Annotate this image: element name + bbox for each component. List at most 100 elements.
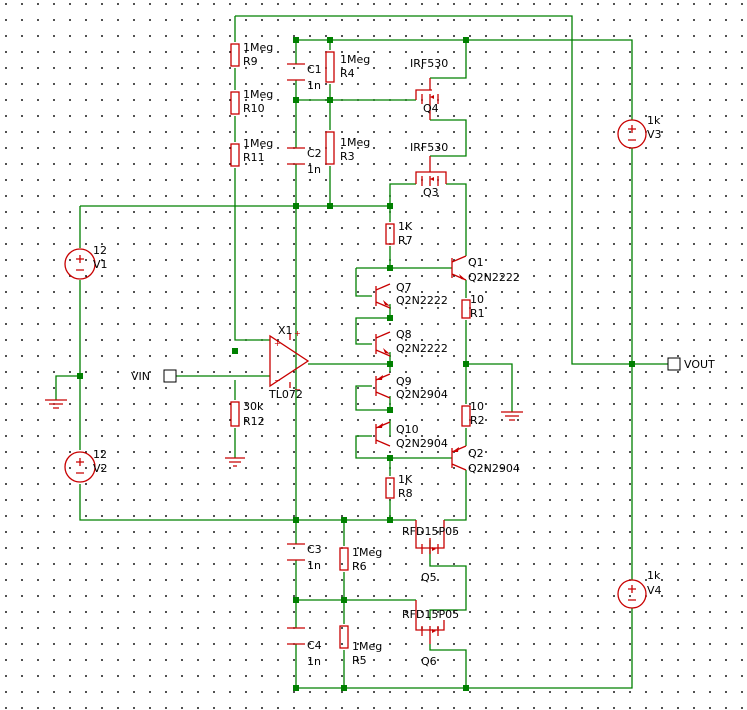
label-r10-ref: R10 xyxy=(243,102,265,115)
label-c1-value: 1n xyxy=(307,79,321,92)
junction xyxy=(387,407,393,413)
label-q8-ref: Q8 xyxy=(396,328,412,341)
label-q9-ref: Q9 xyxy=(396,375,412,388)
label-r12-value: 30k xyxy=(243,400,264,413)
ground-icon xyxy=(45,399,67,409)
label-q6-value: RFD15P05 xyxy=(402,608,459,621)
source-v4 xyxy=(617,579,647,609)
transistor-q7 xyxy=(375,283,391,309)
resistor-r1 xyxy=(461,299,471,319)
label-c1-ref: C1 xyxy=(307,63,322,76)
junction xyxy=(387,455,393,461)
ground-icon xyxy=(501,411,523,421)
label-v3-ref: V3 xyxy=(647,128,662,141)
junction xyxy=(293,685,299,691)
label-c3-value: 1n xyxy=(307,559,321,572)
labels: 1Meg R9 1Meg R10 1Meg R11 30k R12 1Meg R… xyxy=(93,41,715,668)
sources xyxy=(64,119,647,609)
resistor-r7 xyxy=(385,223,395,245)
label-r1-ref: R1 xyxy=(470,307,485,320)
junction xyxy=(341,597,347,603)
junction xyxy=(293,97,299,103)
wire-top-loop xyxy=(235,15,632,365)
ports xyxy=(163,357,681,383)
resistors xyxy=(230,43,471,649)
junction xyxy=(629,361,635,367)
junction xyxy=(341,517,347,523)
label-r12-ref: R12 xyxy=(243,415,265,428)
label-r9-ref: R9 xyxy=(243,55,258,68)
label-q1-value: Q2N2222 xyxy=(468,271,520,284)
label-q8-value: Q2N2222 xyxy=(396,342,448,355)
resistor-r5 xyxy=(339,625,349,649)
label-v1-value: 12 xyxy=(93,244,107,257)
grounds xyxy=(45,399,523,467)
resistor-r3 xyxy=(325,131,335,165)
junction xyxy=(463,37,469,43)
transistor-q2 xyxy=(451,445,467,471)
junction xyxy=(327,203,333,209)
wire-q3-source xyxy=(446,183,467,256)
label-q4-ref: Q4 xyxy=(423,102,439,115)
resistor-r12 xyxy=(230,401,240,427)
wire-v2 xyxy=(79,376,390,521)
transistor-q4 xyxy=(415,78,439,120)
label-r7-value: 1K xyxy=(398,220,413,233)
port-vout[interactable] xyxy=(667,357,681,371)
svg-text:−: − xyxy=(294,385,301,394)
transistor-q1 xyxy=(451,255,467,281)
label-q5-value: RFD15P05 xyxy=(402,525,459,538)
transistor-q10 xyxy=(375,421,391,447)
label-r8-value: 1K xyxy=(398,473,413,486)
capacitor-c3 xyxy=(287,543,305,561)
label-r9-value: 1Meg xyxy=(243,41,273,54)
wire-left-divider xyxy=(234,16,270,341)
wire-q8-loop xyxy=(355,304,391,345)
label-r4-value: 1Meg xyxy=(340,53,370,66)
label-c3-ref: C3 xyxy=(307,543,322,556)
transistor-q8 xyxy=(375,331,391,357)
junction xyxy=(387,361,393,367)
transistor-q6 xyxy=(415,600,445,644)
wire-q4-q3 xyxy=(430,40,467,157)
wire-q9-loop xyxy=(355,385,391,411)
label-q4-value: IRF530 xyxy=(410,57,448,70)
wires xyxy=(55,15,668,689)
label-v2-value: 12 xyxy=(93,448,107,461)
junction xyxy=(293,203,299,209)
label-q2-ref: Q2 xyxy=(468,447,484,460)
svg-text:−: − xyxy=(274,376,281,385)
label-vout: VOUT xyxy=(684,358,715,371)
label-q6-ref: Q6 xyxy=(421,655,437,668)
label-q10-ref: Q10 xyxy=(396,423,419,436)
svg-text:+: + xyxy=(294,329,301,338)
junctions xyxy=(77,37,635,691)
label-q7-ref: Q7 xyxy=(396,281,412,294)
resistor-r10 xyxy=(230,91,240,115)
label-q2-value: Q2N2904 xyxy=(468,462,520,475)
junction xyxy=(327,97,333,103)
label-r6-value: 1Meg xyxy=(352,546,382,559)
label-q1-ref: Q1 xyxy=(468,256,484,269)
capacitor-c2 xyxy=(287,147,305,165)
capacitor-c1 xyxy=(287,63,305,81)
label-v4-value: 1k xyxy=(647,569,661,582)
label-v1-ref: V1 xyxy=(93,258,108,271)
label-q9-value: Q2N2904 xyxy=(396,388,448,401)
wire-q2-emitter xyxy=(390,470,467,521)
svg-text:+: + xyxy=(274,339,281,348)
label-q3-value: IRF530 xyxy=(410,141,448,154)
label-r2-value: 10 xyxy=(470,400,484,413)
resistor-r4 xyxy=(325,51,335,83)
label-v2-ref: V2 xyxy=(93,462,108,475)
junction xyxy=(463,361,469,367)
junction xyxy=(463,685,469,691)
junction xyxy=(293,597,299,603)
label-r3-ref: R3 xyxy=(340,150,355,163)
junction xyxy=(77,373,83,379)
label-r11-ref: R11 xyxy=(243,151,265,164)
port-vin[interactable] xyxy=(163,369,177,383)
junction xyxy=(232,348,238,354)
source-v3 xyxy=(617,119,647,149)
junction xyxy=(327,37,333,43)
